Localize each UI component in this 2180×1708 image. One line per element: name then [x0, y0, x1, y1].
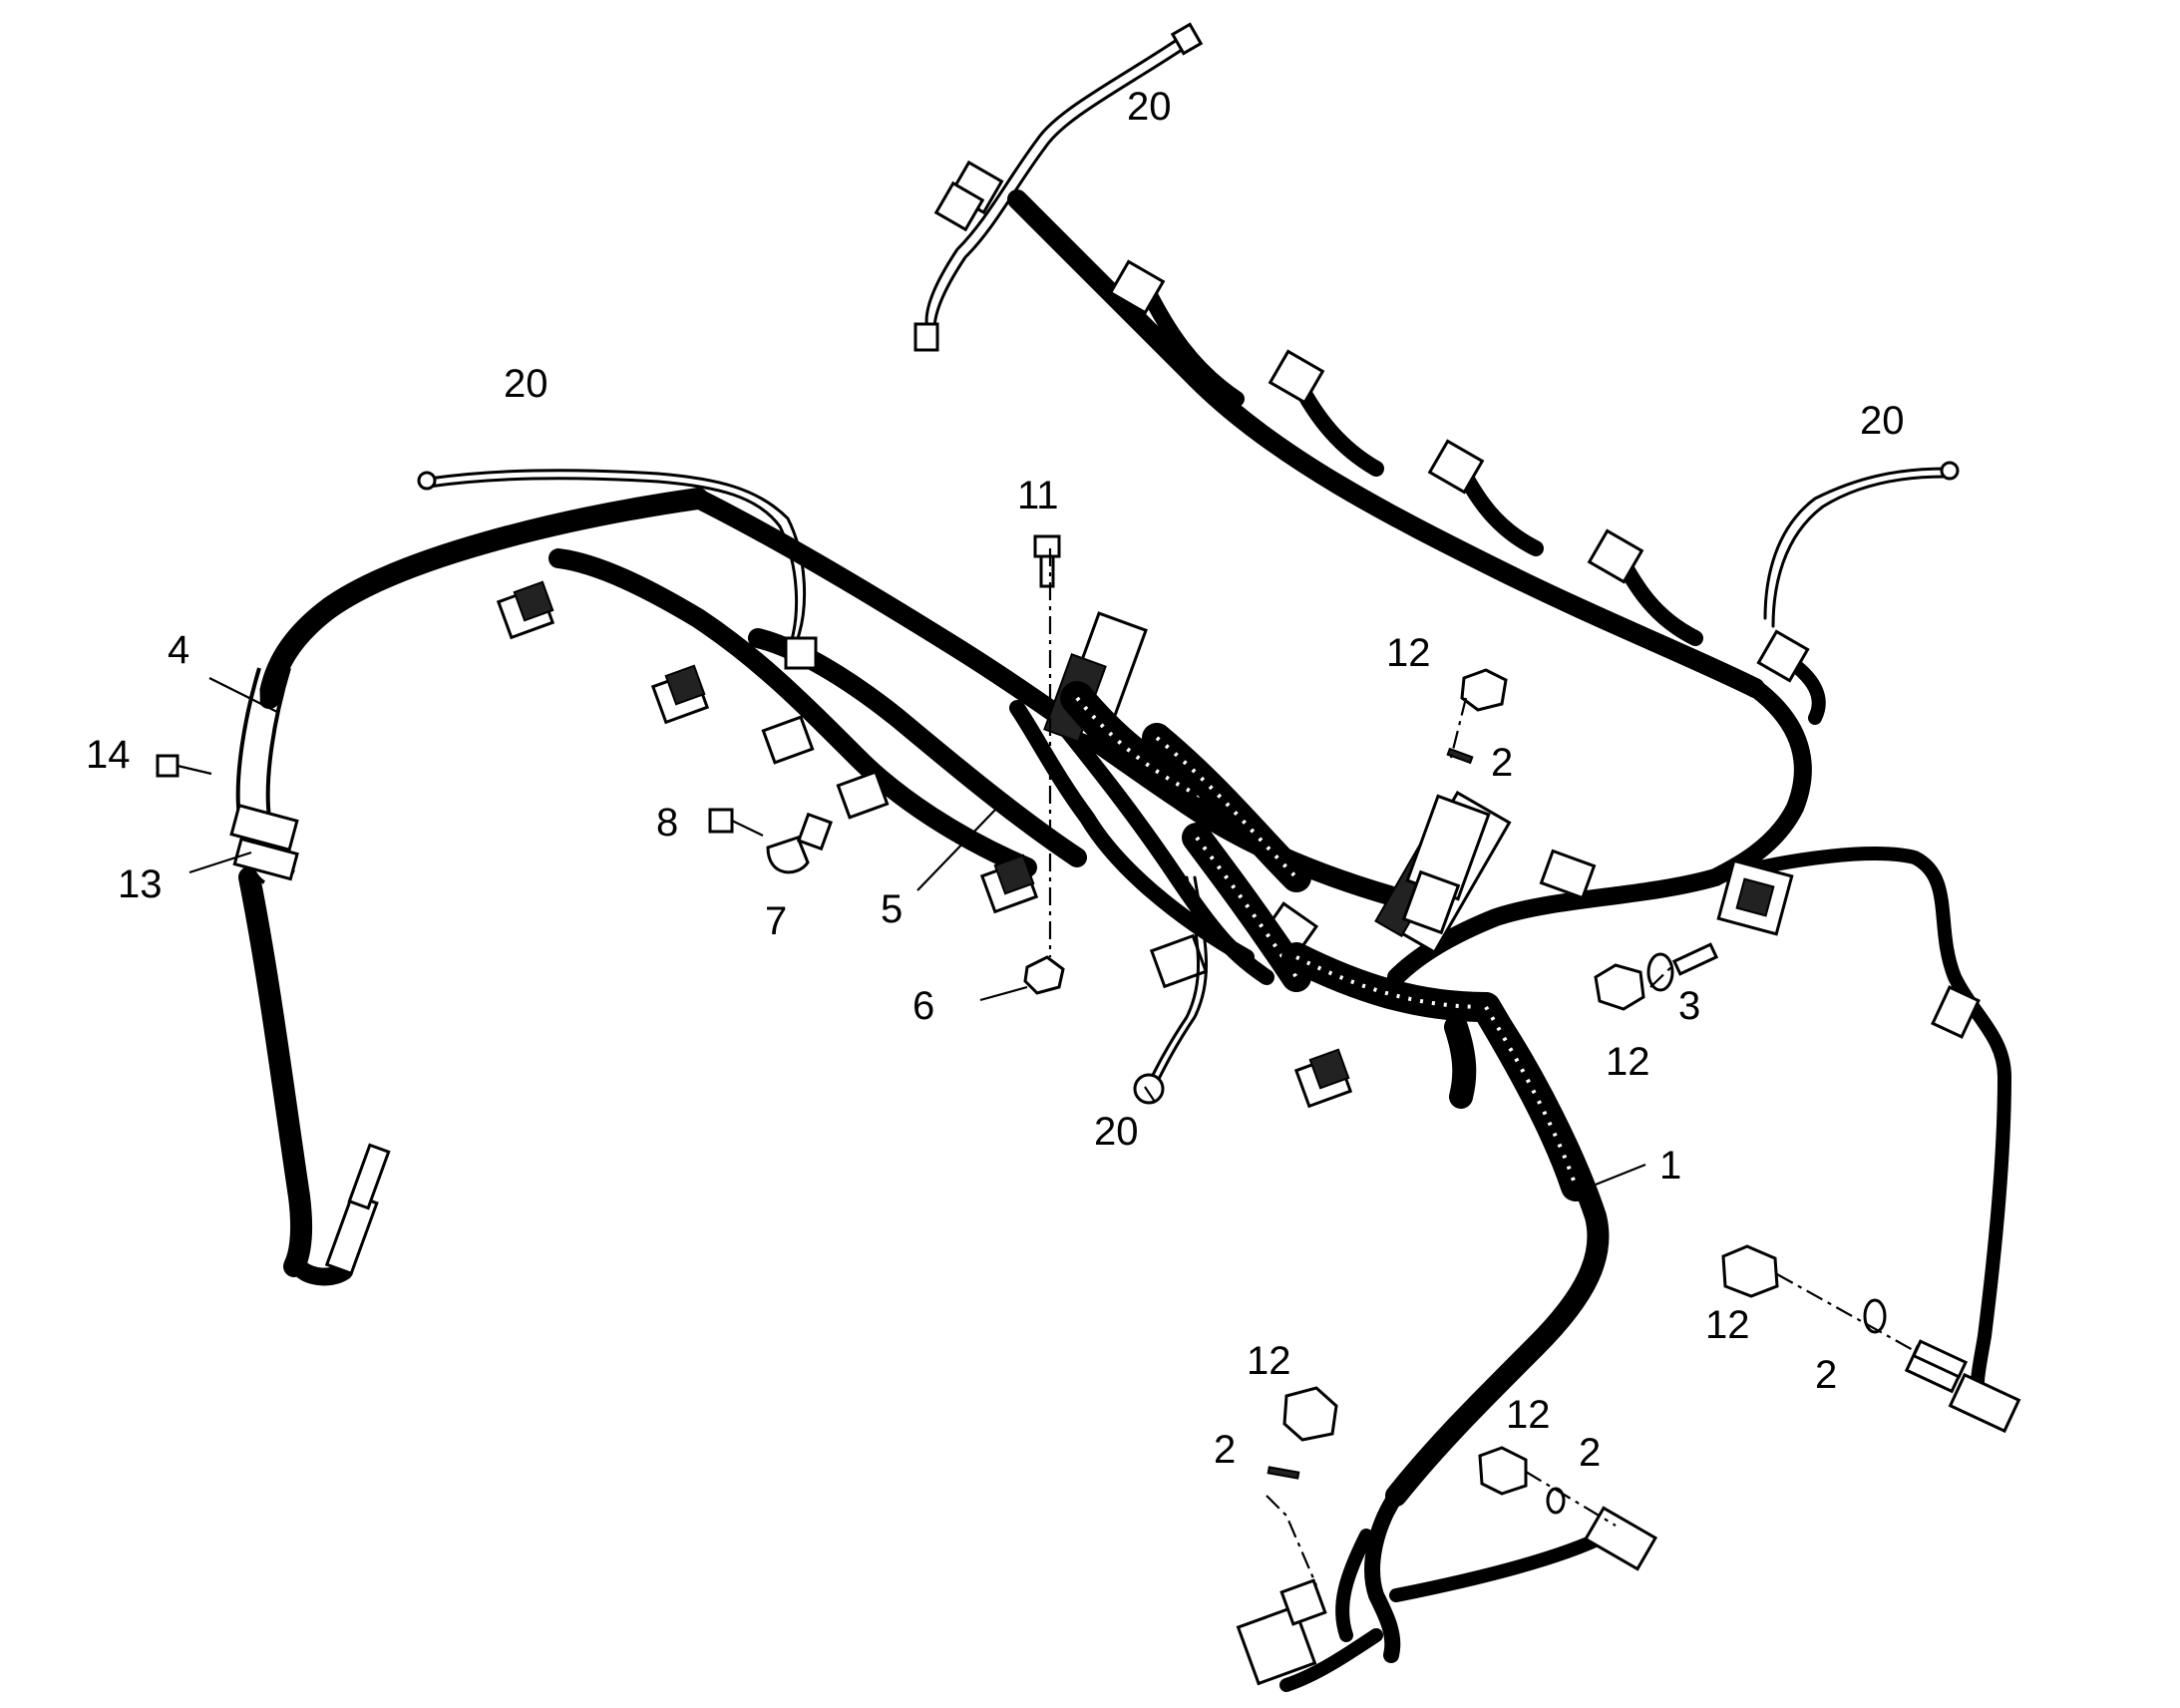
- callout-2-right: 2: [1815, 1353, 1837, 1397]
- sensor-lead-20-left: [417, 469, 818, 670]
- callout-20-top: 20: [1127, 85, 1172, 129]
- callout-14: 14: [86, 733, 131, 777]
- bolt-11: [1033, 534, 1061, 588]
- callout-12-right: 12: [1705, 1303, 1750, 1347]
- callout-12-mid: 12: [1606, 1040, 1650, 1084]
- sensor-12-lower-mid: [1478, 1446, 1617, 1527]
- bolt-8: [708, 808, 764, 837]
- sensor-lead-20-bottom: [1133, 875, 1208, 1105]
- callout-12-lower-left: 12: [1247, 1339, 1291, 1383]
- harness-right-branch: [1708, 847, 2021, 1434]
- nut-6: [1023, 955, 1065, 995]
- callout-20-right: 20: [1860, 399, 1905, 443]
- sensor-lead-20-top: [913, 22, 1204, 352]
- callout-4: 4: [168, 628, 189, 672]
- harness-5-center-trunk: [548, 489, 1406, 985]
- leader-lines: [188, 548, 1676, 1187]
- callout-2-top: 2: [1491, 741, 1513, 785]
- sensor-12-top: [1401, 668, 1508, 935]
- callout-8: 8: [656, 801, 678, 845]
- sensor-3: [1594, 942, 1719, 1011]
- callout-12-top: 12: [1386, 631, 1431, 675]
- callout-2-lower-left: 2: [1214, 1428, 1236, 1472]
- callout-5: 5: [881, 887, 903, 931]
- callout-7: 7: [765, 899, 787, 943]
- corrugated-loom: [1060, 681, 1591, 1201]
- callout-13: 13: [118, 862, 163, 906]
- harness-4-left-loop: [229, 488, 709, 1286]
- callout-2-lower-mid: 2: [1579, 1431, 1601, 1475]
- callout-20-bottom: 20: [1094, 1110, 1139, 1154]
- callout-labels: 20 20 20 20 11 12 2 4 14 13 8 7 5 6 3 12…: [86, 85, 1905, 1475]
- callout-6: 6: [912, 984, 934, 1028]
- sensor-12-lower-left: [1266, 1386, 1338, 1586]
- sensor-12-right: [1721, 1244, 1969, 1379]
- callout-3: 3: [1678, 984, 1700, 1028]
- callout-11: 11: [1017, 474, 1059, 517]
- connectors: [496, 160, 1810, 1686]
- callout-20-left: 20: [504, 362, 548, 406]
- clip-7: [766, 812, 833, 874]
- callout-1: 1: [1659, 1144, 1681, 1188]
- callout-12-lower-mid: 12: [1506, 1393, 1551, 1437]
- bolt-14: [156, 754, 212, 778]
- sensor-lead-20-right: [1763, 461, 1960, 628]
